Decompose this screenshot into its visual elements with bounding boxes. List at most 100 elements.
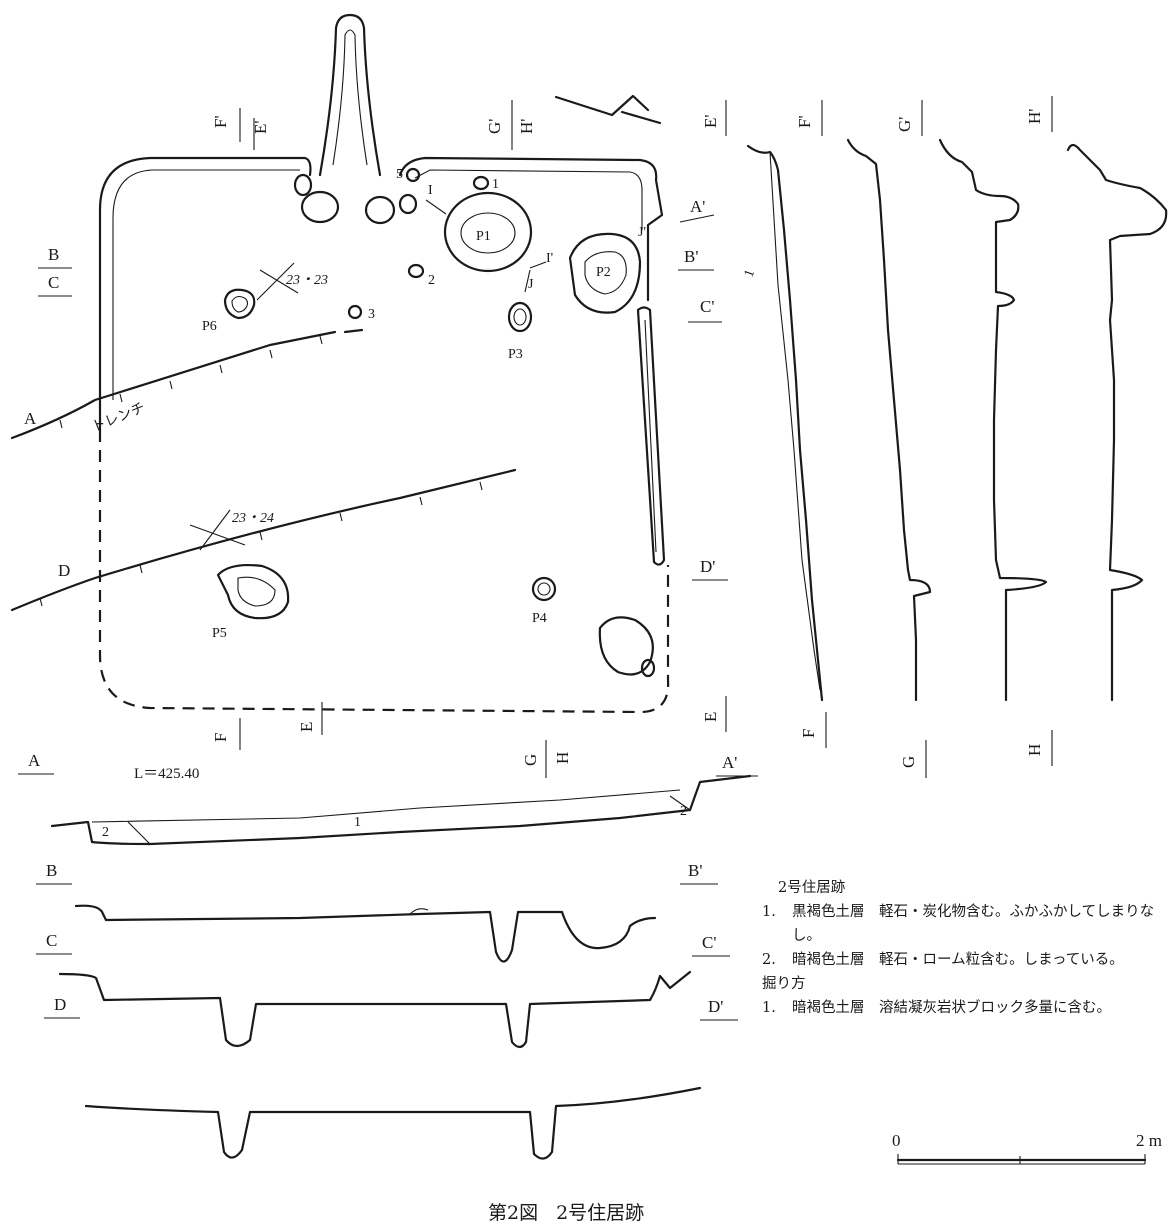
dwelling-inner-line-east: [414, 169, 643, 230]
label-i-end: I': [546, 251, 553, 266]
figure-title: 2号住居跡: [556, 1202, 645, 1224]
section-e: [746, 144, 824, 702]
label-e-bottom: E: [297, 722, 316, 732]
section-b: [74, 904, 657, 963]
section-a-layer-2-left: 2: [102, 825, 109, 840]
label-a-end-section: A': [722, 753, 737, 772]
pit-p5: [216, 563, 290, 620]
flue: [318, 13, 382, 177]
plan-view: B C A D A' B' C' D' P1 P2 P3 P4 P5 P6 1 …: [10, 13, 728, 778]
dwelling-inner-line: [112, 169, 300, 400]
pit-p1: [443, 191, 533, 273]
section-c: [58, 970, 692, 1049]
section-h: [1066, 143, 1168, 702]
label-h-end-top: H': [517, 119, 536, 134]
pit-p6: [223, 288, 256, 320]
scale-end: 2 m: [1136, 1131, 1162, 1150]
section-g: [938, 138, 1048, 702]
grid-label-23-24: 23・24: [232, 511, 274, 526]
legend-item-no: 1.: [762, 904, 776, 920]
legend-sub-heading: 掘り方: [762, 976, 806, 992]
figure-number: 第2図: [488, 1202, 539, 1224]
label-g-end-top: G': [485, 119, 504, 134]
label-b-section: B: [46, 861, 57, 880]
legend-heading: 2号住居跡: [778, 880, 846, 896]
pit-label-p2: P2: [596, 265, 611, 280]
label-h-right: H: [1025, 744, 1044, 756]
stone-sw: [598, 616, 656, 678]
legend-sub-item-no: 1.: [762, 1000, 776, 1016]
label-g-bottom: G: [521, 754, 540, 766]
dwelling-outline-east: [398, 156, 664, 302]
pit-label-p6: P6: [202, 319, 217, 334]
label-j-end: J': [638, 225, 646, 240]
label-b: B: [48, 245, 59, 264]
section-line-j: [524, 261, 547, 293]
flue-inner: [332, 29, 368, 166]
section-a-layer-1: 1: [354, 815, 361, 830]
small-pit-no-5: 5: [396, 167, 403, 182]
label-b-end-section: B': [688, 861, 702, 880]
label-i: I: [428, 183, 433, 198]
small-pit-no-2: 2: [428, 273, 435, 288]
legend-item-no: 2.: [762, 952, 776, 968]
label-f-bottom: F: [211, 733, 230, 742]
label-c-end: C': [700, 297, 714, 316]
small-pits: [347, 167, 490, 320]
level-label: L＝425.40: [134, 766, 199, 782]
pit-label-p1: P1: [476, 229, 491, 244]
section-a-layer-2-right: 2: [680, 804, 687, 819]
legend-item: 2. 暗褐色土層 軽石・ローム粒含む。しまっている。: [762, 948, 1162, 972]
legend: 2号住居跡 1. 黒褐色土層 軽石・炭化物含む。ふかふかしてしまりなし。 2. …: [762, 876, 1162, 1020]
hearth-stone: [300, 190, 340, 224]
hearth-stone: [293, 173, 313, 197]
pit-label-p4: P4: [532, 611, 547, 626]
label-f-right: F: [799, 729, 818, 738]
section-a: [50, 774, 752, 846]
label-g-end-right: G': [895, 117, 914, 132]
label-h-end-right: H': [1025, 109, 1044, 124]
pit-p3: [507, 301, 533, 333]
pit-p2: [568, 232, 642, 314]
horizontal-sections: A A' L＝425.40 1 2 2 B B' C C': [18, 751, 758, 1160]
hearth-stone: [364, 195, 396, 225]
trench-line-lower: [10, 468, 517, 612]
legend-sub-item-text: 暗褐色土層 溶結凝灰岩状ブロック多量に含む。: [792, 1000, 1111, 1016]
label-c: C: [48, 273, 59, 292]
vertical-sections: E' F' G' H' E F G H 1: [701, 96, 1168, 778]
scale-start: 0: [892, 1131, 901, 1150]
trench-label: トレンチ: [90, 401, 148, 436]
grid-cross: [256, 262, 299, 301]
north-arrow-icon: [554, 94, 662, 125]
small-pit-no-1: 1: [492, 177, 499, 192]
trench-line-upper: [10, 330, 337, 440]
dwelling-estimated-outline: [98, 430, 670, 714]
trench-line-upper-tail: [343, 328, 364, 334]
figure-caption: 第2図 2号住居跡: [488, 1198, 644, 1225]
label-d-section: D: [54, 995, 66, 1014]
label-c-section: C: [46, 931, 57, 950]
dwelling-outline-west: [98, 156, 312, 432]
section-e-layer: [769, 151, 821, 691]
label-a-end: A': [690, 197, 705, 216]
small-pit-no-3: 3: [368, 307, 375, 322]
grid-cross: [189, 509, 246, 551]
label-c-end-section: C': [702, 933, 716, 952]
legend-item-text: 黒褐色土層 軽石・炭化物含む。ふかふかしてしまりなし。: [792, 904, 1155, 944]
label-g-right: G: [899, 756, 918, 768]
label-a: A: [24, 409, 37, 428]
east-wall-trench: [636, 306, 666, 566]
label-e-right: E: [701, 712, 720, 722]
section-a-layer: [91, 789, 681, 823]
section-d: [84, 1086, 702, 1160]
label-d-end-section: D': [708, 997, 723, 1016]
pit-label-p3: P3: [508, 347, 523, 362]
label-h-bottom: H: [553, 752, 572, 764]
section-b-mark: [409, 908, 429, 915]
pit-p4: [531, 576, 557, 602]
legend-item-text: 暗褐色土層 軽石・ローム粒含む。しまっている。: [792, 952, 1124, 968]
label-e-end-right: E': [701, 115, 720, 128]
label-f-end-top: F': [211, 115, 230, 128]
legend-item: 1. 黒褐色土層 軽石・炭化物含む。ふかふかしてしまりなし。: [762, 900, 1162, 948]
